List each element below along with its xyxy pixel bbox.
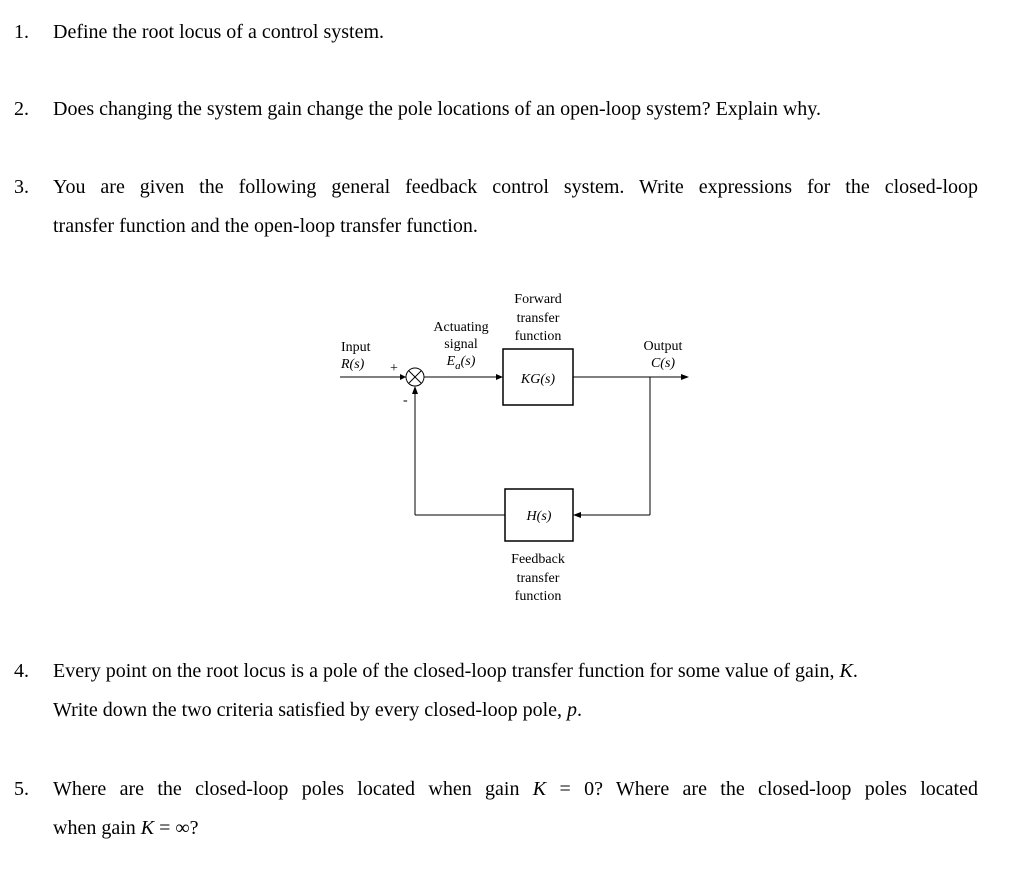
actuating-label-2: signal	[444, 337, 478, 352]
feedback-label-3: function	[515, 589, 562, 604]
feedback-control-block-diagram: Input R(s) + - Actuating signal Ea(s) Fo…	[330, 282, 700, 612]
pole-variable: p	[567, 699, 578, 721]
output-label: Output	[644, 339, 683, 354]
feedback-label-1: Feedback	[511, 552, 565, 567]
question-text-line-2: transfer function and the open-loop tran…	[53, 215, 478, 237]
question-text-line-2: Write down the two criteria satisfied by…	[53, 691, 978, 730]
forward-label-1: Forward	[514, 292, 561, 307]
text-segment: when gain	[53, 817, 141, 839]
text-segment: .	[852, 660, 858, 682]
question-number: 5.	[14, 778, 29, 800]
gain-variable: K	[839, 660, 853, 682]
question-text-line-2: when gain K = ∞?	[53, 809, 978, 848]
text-segment: = ∞?	[154, 817, 199, 839]
gain-variable: K	[140, 817, 155, 839]
actuating-signal-label: Ea(s)	[446, 354, 476, 372]
question-text-line-1: Every point on the root locus is a pole …	[53, 652, 978, 691]
question-text: Define the root locus of a control syste…	[53, 21, 385, 43]
forward-block-label: KG(s)	[520, 372, 556, 387]
feedback-transfer-block	[504, 488, 574, 542]
question-text-line-1: Where are the closed-loop poles located …	[53, 770, 978, 809]
output-signal-label: C(s)	[651, 356, 675, 371]
plus-sign: +	[390, 361, 398, 376]
question-number: 2.	[14, 98, 29, 120]
arrowhead	[496, 374, 503, 380]
text-segment: Where are the closed-loop poles located …	[53, 778, 533, 800]
question-number: 1.	[14, 21, 29, 43]
arrowhead	[573, 512, 581, 518]
feedback-block-label: H(s)	[526, 509, 552, 524]
text-segment: .	[577, 699, 583, 721]
text-segment: Write down the two criteria satisfied by…	[53, 699, 568, 721]
arrowhead	[400, 374, 406, 380]
arrowhead	[412, 386, 418, 394]
actuating-label-1: Actuating	[433, 320, 488, 335]
forward-label-2: transfer	[517, 311, 560, 326]
question-number: 4.	[14, 660, 29, 682]
feedback-label-2: transfer	[517, 571, 560, 586]
question-number: 3.	[14, 176, 29, 198]
arrowhead	[681, 374, 689, 380]
question-text-line-1: You are given the following general feed…	[53, 176, 978, 198]
question-text: Does changing the system gain change the…	[53, 98, 821, 120]
minus-sign: -	[403, 393, 408, 408]
text-segment: = 0? Where are the closed-loop poles loc…	[546, 778, 978, 800]
input-label: Input	[341, 340, 371, 355]
gain-variable: K	[532, 778, 547, 800]
forward-label-3: function	[515, 329, 562, 344]
input-signal-label: R(s)	[340, 357, 365, 372]
text-segment: Every point on the root locus is a pole …	[53, 660, 840, 682]
